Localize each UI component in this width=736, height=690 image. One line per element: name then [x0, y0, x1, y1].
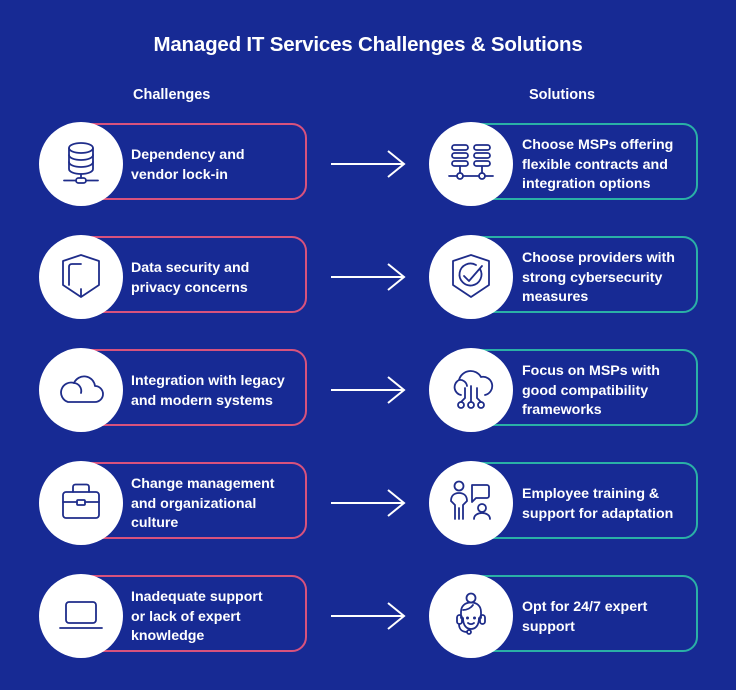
challenge-icon-circle [39, 574, 123, 658]
arrow-right-icon [331, 376, 406, 404]
challenge-text: Integration with legacy and modern syste… [131, 373, 285, 409]
solution-icon-circle [429, 461, 513, 545]
solutions-column-header: Solutions [529, 87, 596, 103]
cloud-icon [60, 375, 104, 403]
support-agent-headset-icon [456, 592, 486, 635]
cloud-network-icon [453, 370, 494, 409]
toolbox-icon [62, 483, 100, 519]
challenge-text: Inadequate support or lack of expert kno… [131, 589, 263, 644]
arrow-right-icon [331, 602, 406, 630]
arrow-right-icon [331, 150, 406, 178]
challenge-icon-circle [39, 461, 123, 545]
solution-icon-circle [429, 348, 513, 432]
solution-text: Employee training & support for adaptati… [522, 486, 674, 522]
solution-icon-circle [429, 574, 513, 658]
challenge-text: Data security and privacy concerns [131, 260, 250, 296]
database-network-icon [63, 142, 99, 184]
challenges-column-header: Challenges [133, 87, 211, 103]
shield-check-icon [452, 254, 490, 298]
solution-text: Focus on MSPs with good compatibility fr… [522, 363, 660, 418]
challenge-icon-circle [39, 122, 123, 206]
solution-text: Choose providers with strong cybersecuri… [522, 250, 675, 305]
solution-icon-circle [429, 122, 513, 206]
page-title: Managed IT Services Challenges & Solutio… [153, 33, 583, 56]
laptop-icon [59, 601, 103, 629]
arrow-right-icon [331, 489, 406, 517]
server-racks-network-icon [448, 144, 494, 180]
challenge-icon-circle [39, 235, 123, 319]
challenge-text: Change management and organizational cul… [131, 476, 275, 531]
arrow-right-icon [331, 263, 406, 291]
solution-text: Choose MSPs offering flexible contracts … [522, 137, 674, 192]
challenge-text: Dependency and vendor lock-in [131, 147, 245, 183]
solution-text: Opt for 24/7 expert support [522, 599, 648, 635]
shield-icon [62, 254, 100, 298]
people-chat-icon [450, 480, 491, 520]
solution-icon-circle [429, 235, 513, 319]
challenge-icon-circle [39, 348, 123, 432]
